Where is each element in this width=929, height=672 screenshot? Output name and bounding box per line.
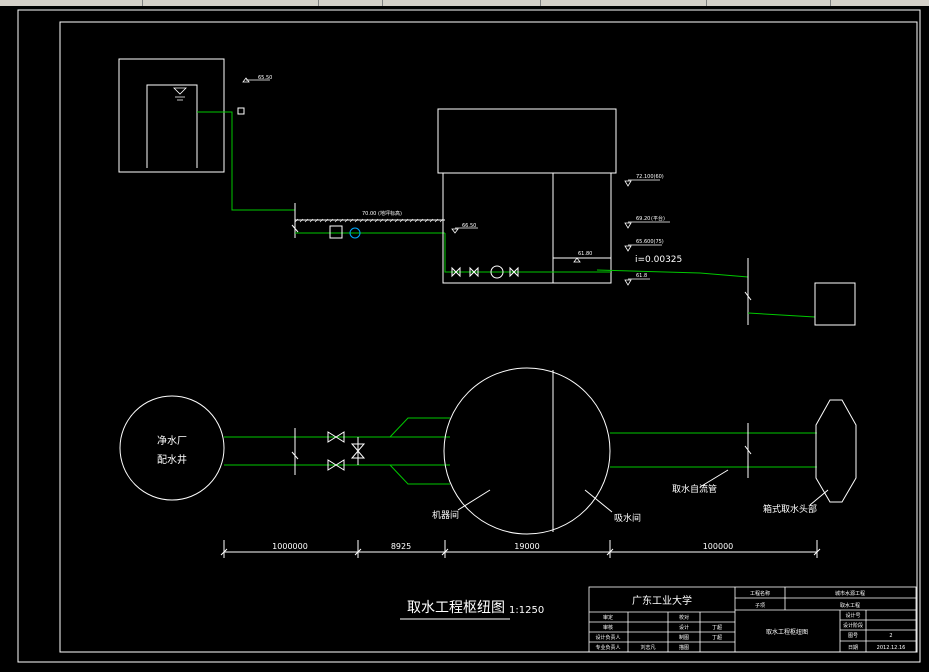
title-block-cell: 审核: [603, 624, 613, 631]
tank-level-text: 65.50: [258, 75, 272, 81]
valve-room-label: 机器间: [432, 509, 459, 521]
roof-mark-text: 72.100(60): [636, 174, 664, 180]
flowmeter-box: [329, 225, 343, 239]
suction-valves: [451, 265, 519, 279]
gravity-pipe-elevation: [596, 269, 749, 278]
pump-axis-mark: 66.50: [451, 223, 478, 234]
ground-elevation-label: (地坪标高): [378, 210, 402, 217]
window-tab-strip: [0, 0, 929, 6]
dim-text-3: 19000: [514, 542, 539, 551]
title-block-field-label: 设计阶段: [843, 622, 863, 629]
school-name: 广东工业大学: [632, 594, 692, 607]
drawing-title: 取水工程枢纽图: [407, 600, 505, 616]
title-block-cell: 设计负责人: [595, 634, 620, 641]
title-block-cell: 刘志凡: [640, 644, 655, 651]
outlet-mark-text: 61.8: [636, 273, 647, 279]
delivery-pipes-plan: [224, 417, 450, 485]
intake-head-label: 箱式取水头部: [763, 503, 817, 515]
title-block-cell: 描图: [679, 644, 689, 651]
project-name: 城市水源工程: [835, 590, 865, 597]
tank-vent-marker: [237, 107, 245, 115]
pressure-main-pipe: [197, 111, 295, 211]
title-block-cell: 审定: [603, 614, 613, 621]
right-elevation-marks: 72.100(60) 69.20 (平台) 65.600(75) 61.8: [624, 174, 670, 286]
title-block-cell: 设计: [679, 624, 689, 631]
suction-pipe: [444, 233, 553, 273]
floor-mark-label: (平台): [651, 215, 665, 222]
clearwell-label-2: 配水井: [157, 453, 187, 466]
plan-valves: [327, 431, 366, 471]
title-block-cell: 制图: [679, 634, 689, 641]
ground-elevation-text: 70.00: [362, 211, 376, 217]
intake-head-plan: [815, 399, 857, 503]
gravity-pipe-label: 取水自流管: [672, 483, 717, 495]
tank-level-mark: 65.50: [242, 75, 272, 83]
outer-sheet-border: [17, 9, 921, 663]
title-block: [588, 586, 917, 653]
inner-sheet-border: [59, 21, 918, 653]
ground-line: 70.00 (地坪标高): [294, 210, 445, 223]
project-name-label: 工程名称: [750, 590, 770, 597]
check-valve-symbol: [349, 227, 361, 239]
drawing-scale: 1:1250: [509, 605, 544, 616]
intake-well-label: 吸水间: [614, 512, 641, 524]
item-name: 取水工程: [840, 602, 860, 609]
title-block-cell: 丁超: [712, 624, 722, 631]
title-block-field-label: 图号: [848, 633, 858, 639]
dimension-line: [220, 540, 821, 558]
pump-axis-text: 66.50: [462, 223, 476, 229]
title-block-field-label: 日期: [848, 645, 858, 651]
title-block-field-label: 设计号: [845, 612, 860, 619]
slope-label: i=0.00325: [635, 255, 682, 265]
title-block-cell: 丁超: [712, 634, 722, 641]
dim-text-4: 100000: [703, 542, 734, 551]
title-block-field-value: 2: [889, 633, 892, 639]
bottom-mark-text: 65.600(75): [636, 239, 664, 245]
dim-text-2: 8925: [391, 542, 411, 551]
pump-station-circle: [443, 367, 611, 535]
clearwell-label-1: 净水厂: [157, 434, 187, 447]
floor-mark-text: 69.20: [636, 216, 650, 222]
sheet-title: 取水工程枢纽图: [766, 628, 808, 636]
pump-house: [437, 108, 617, 284]
title-block-cell: 校对: [679, 614, 689, 621]
clearwell-circle: [119, 395, 225, 501]
title-block-cell: 专业负责人: [595, 644, 620, 651]
intake-head-box: [814, 282, 856, 326]
well-level-text: 61.80: [578, 251, 592, 257]
title-block-left-rows: 审定校对审核设计丁超设计负责人制图丁超专业负责人刘志凡描图: [595, 614, 722, 651]
water-plant-tank: [118, 58, 225, 173]
gravity-pipes-plan: [610, 432, 817, 468]
dim-text-1: 1000000: [272, 542, 308, 551]
item-label: 子项: [755, 602, 765, 609]
title-block-field-value: 2012.12.16: [877, 645, 906, 651]
